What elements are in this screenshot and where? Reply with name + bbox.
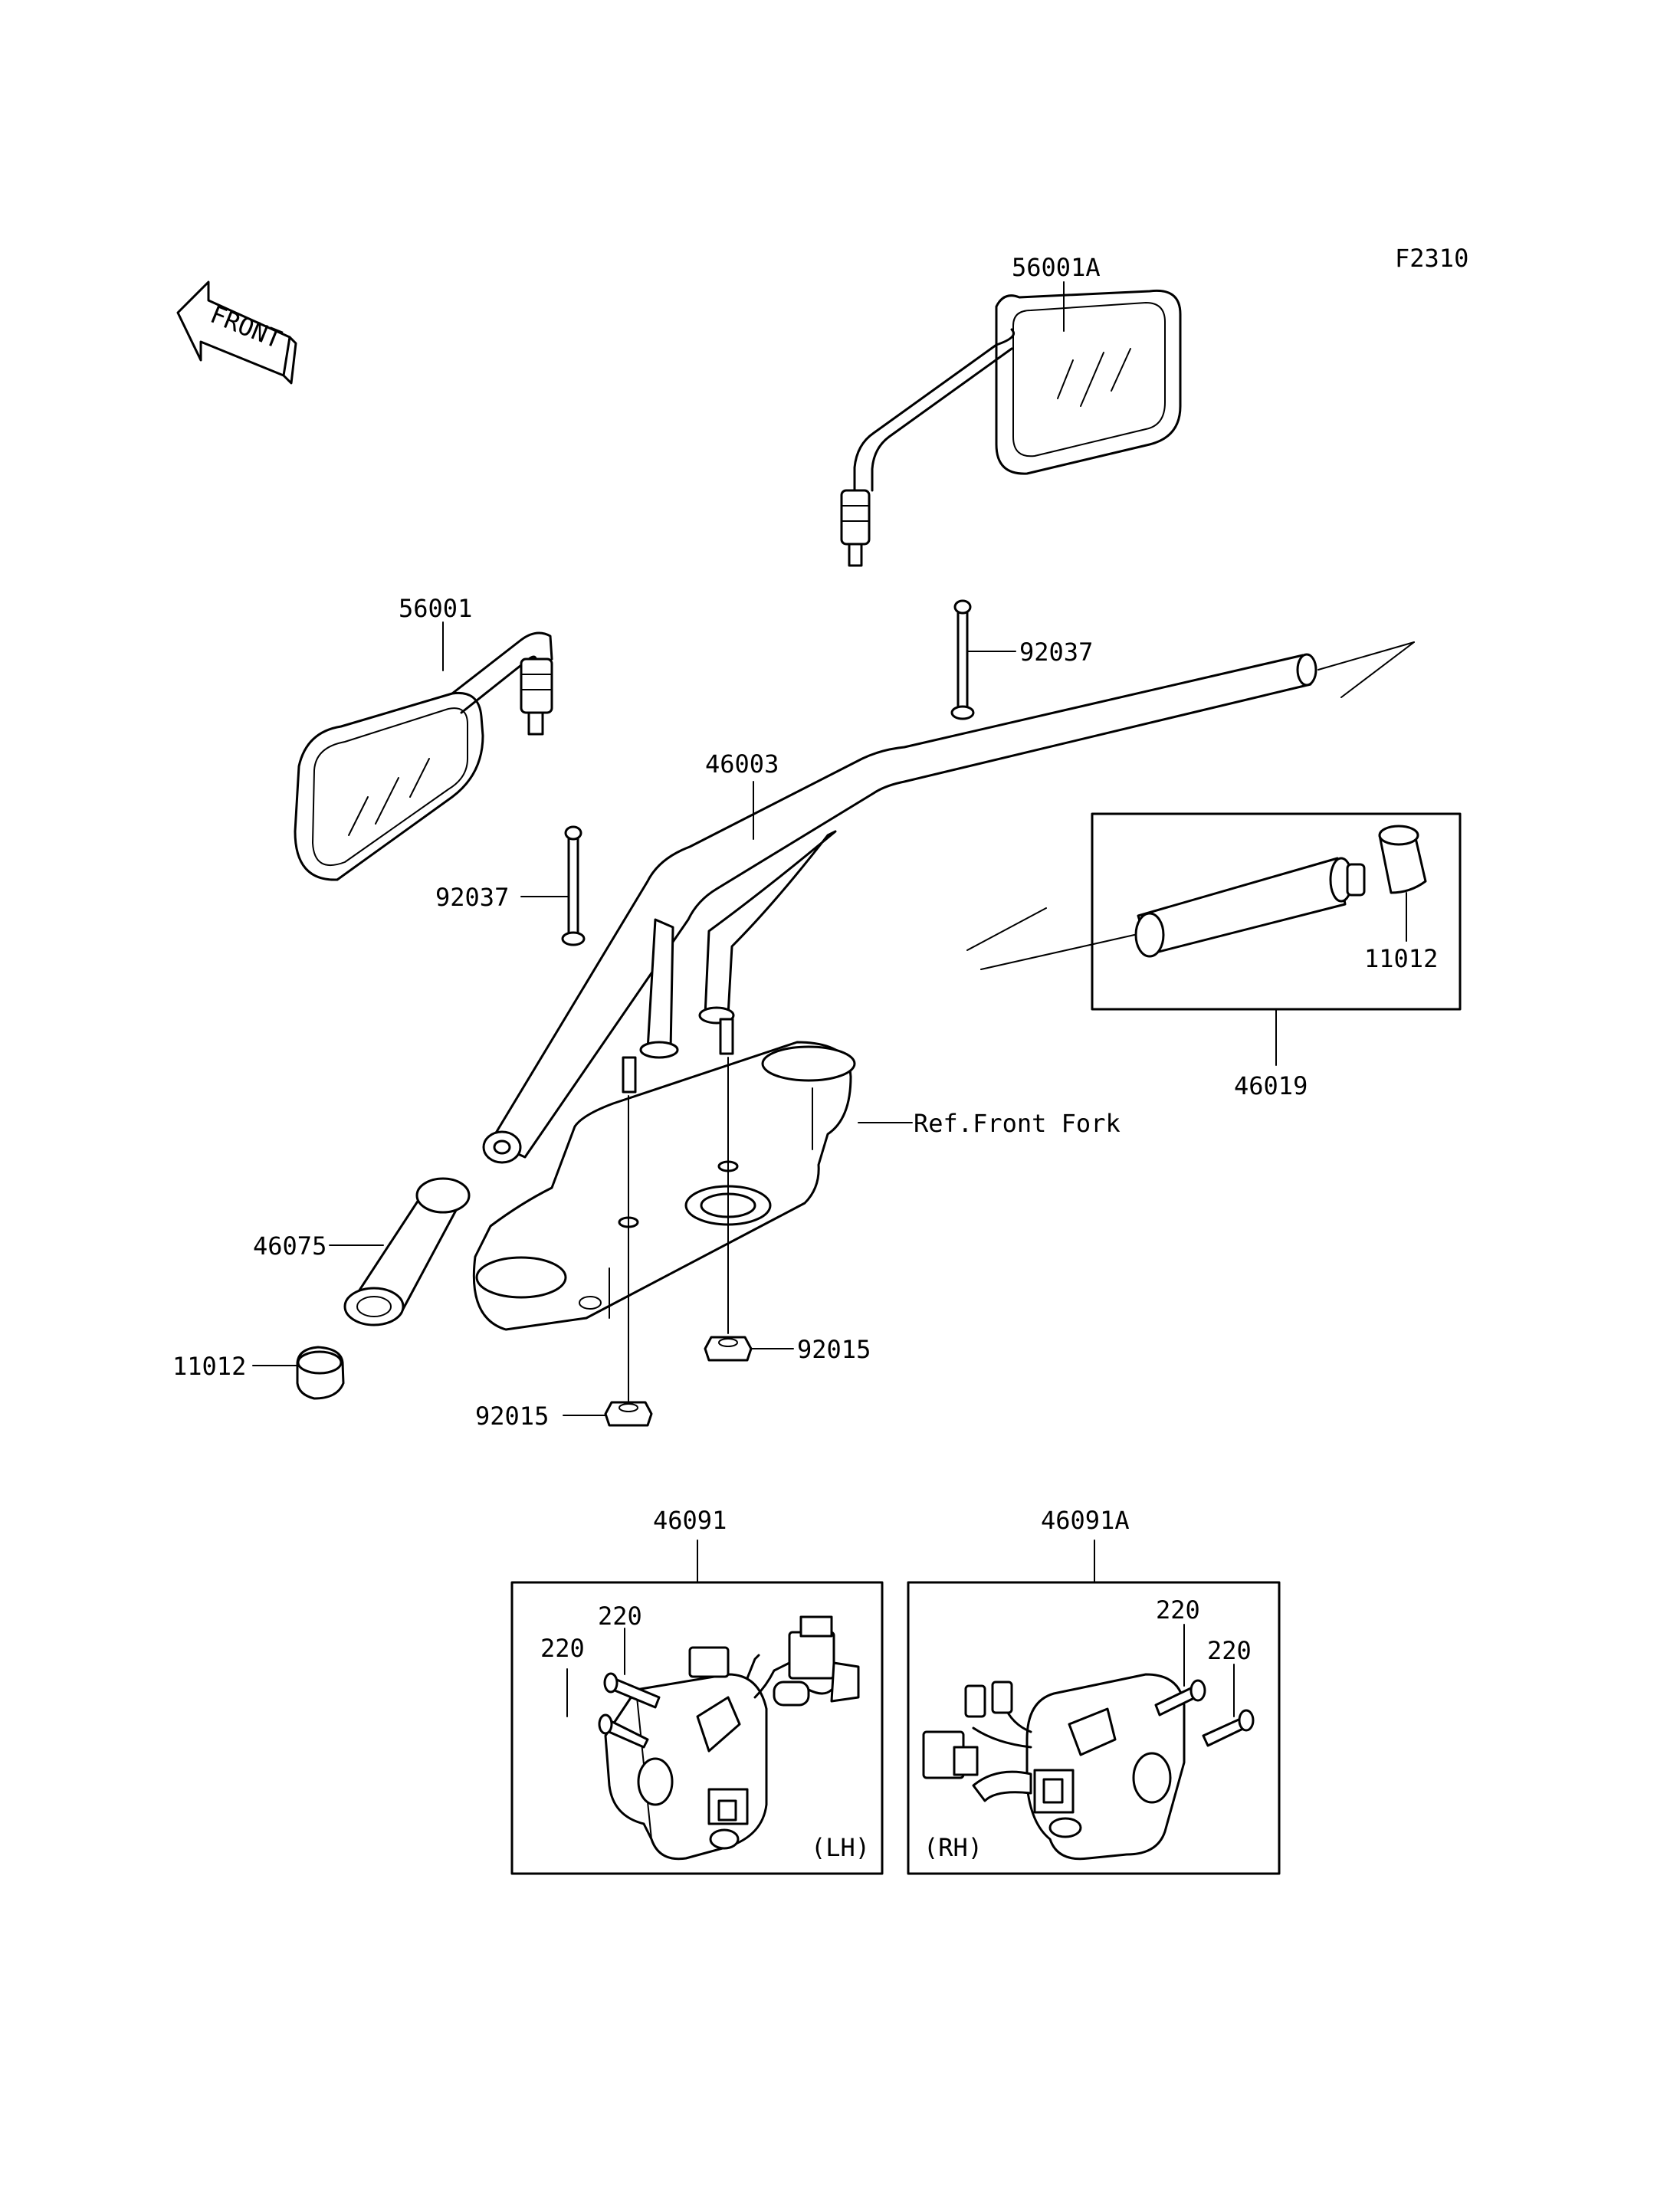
label-46019: 46019 [1234, 1071, 1308, 1100]
label-92037-lower: 92037 [435, 883, 509, 912]
grip-end-left [296, 1346, 345, 1400]
screw-rh-2 [1202, 1709, 1255, 1747]
label-92037-upper: 92037 [1019, 638, 1093, 667]
switch-housing-lh [604, 1615, 860, 1861]
label-lh: (LH) [811, 1833, 870, 1862]
grip-left [343, 1177, 471, 1326]
switch-housing-rh [922, 1673, 1186, 1861]
label-46075: 46075 [253, 1231, 326, 1261]
label-11012-left: 11012 [172, 1352, 246, 1381]
switch-box-lh [510, 1581, 884, 1875]
mirror-right [840, 289, 1182, 567]
label-rh: (RH) [924, 1833, 983, 1862]
screw-lh-1 [598, 1713, 649, 1749]
handlebar [482, 641, 1415, 1164]
nut-right [704, 1336, 753, 1362]
label-56001A: 56001A [1012, 253, 1101, 282]
diagram-code: F2310 [1395, 244, 1468, 273]
label-220-rh-1: 220 [1156, 1595, 1200, 1625]
label-56001: 56001 [399, 594, 472, 623]
label-92015-right: 92015 [797, 1335, 871, 1364]
band-upper [950, 599, 975, 720]
label-220-lh-1: 220 [540, 1634, 585, 1663]
throttle-grip [966, 825, 1427, 970]
label-46003: 46003 [705, 749, 779, 779]
label-92015-left: 92015 [475, 1402, 549, 1431]
label-46091: 46091 [653, 1506, 727, 1535]
label-ref-front-fork: Ref.Front Fork [914, 1109, 1121, 1138]
front-arrow-icon: FRONT [176, 280, 297, 385]
nut-left [604, 1401, 653, 1427]
screw-rh-1 [1154, 1679, 1206, 1717]
screw-lh-2 [603, 1672, 661, 1709]
mirror-left [294, 631, 553, 881]
label-220-lh-2: 220 [598, 1602, 642, 1631]
label-220-rh-2: 220 [1207, 1636, 1252, 1665]
band-lower [561, 825, 586, 946]
switch-box-rh [907, 1581, 1281, 1875]
label-11012-right: 11012 [1364, 944, 1438, 973]
label-46091A: 46091A [1041, 1506, 1130, 1535]
